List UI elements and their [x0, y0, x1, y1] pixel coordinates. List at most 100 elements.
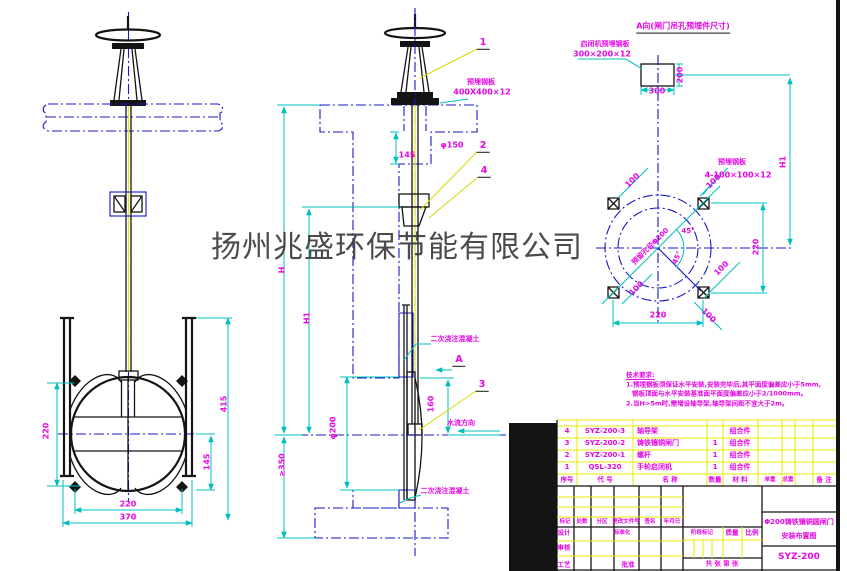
bom-row-no: 3 — [564, 439, 570, 448]
bom-row-name: 轴导架 — [637, 427, 658, 436]
section-view — [275, 8, 522, 556]
dim-160: 160 — [426, 395, 436, 413]
balloon-4: 4 — [477, 165, 491, 179]
corner-plate-size: 4-100×100×12 — [704, 170, 772, 180]
dim-H1: H1 — [302, 311, 312, 325]
tb-doc-no: 更改文件号 — [612, 518, 640, 525]
dim-bolt-span: 220 — [119, 499, 137, 509]
grout-label-top: 二次浇注混凝土 — [430, 335, 480, 344]
view-a-marker: A — [452, 354, 466, 368]
bom-row-name: 铸铁镶铜闸门 — [637, 439, 679, 448]
tb-sign: 签名 — [644, 518, 656, 525]
dim-plate-h: 200 — [675, 66, 685, 84]
bom-row-code: SYZ-200-3 — [584, 427, 626, 436]
tb-design: 设计 — [557, 528, 571, 537]
bom-row-material: 组合件 — [729, 427, 751, 436]
hoist-plate-label: 启闭机预埋钢板 — [580, 40, 630, 49]
tb-drawing-no: SYZ-200 — [778, 552, 820, 563]
bom-header-name: 名 称 — [662, 475, 678, 484]
bom-row-code: SYZ-200-1 — [584, 451, 626, 460]
dim-left-height: 220 — [41, 422, 51, 440]
gate-yoke — [69, 373, 187, 496]
opening-circle-inner — [617, 207, 699, 289]
detail-view-title: A向(闸门吊孔预埋件尺寸) — [636, 22, 730, 34]
bom-row-code: SYZ-200-2 — [584, 439, 626, 448]
gate-disc — [69, 375, 187, 493]
tb-title-line2: 安装布置图 — [781, 532, 817, 541]
dim-total-height: 415 — [219, 395, 229, 413]
notes-title: 技术要求: — [626, 370, 655, 381]
bom-row-qty: 1 — [712, 451, 718, 460]
bom-row-no: 4 — [564, 427, 570, 436]
bom-header-remark: 备 注 — [816, 475, 832, 484]
front-view — [42, 12, 232, 527]
dim-span-v: 220 — [751, 238, 761, 256]
concrete-foundation — [314, 507, 449, 539]
gate-frame-rails — [60, 316, 196, 478]
notes-line-1: 1.预埋钢板须保证水平安装,安装完毕后,其平面度偏差应小于5mm, — [626, 380, 821, 389]
dim-H: H — [277, 266, 287, 274]
company-watermark: 扬州兆盛环保节能有限公司 — [211, 231, 583, 264]
dim-min-depth: ≥350 — [277, 453, 287, 477]
bom-row-material: 组合件 — [729, 439, 751, 448]
bom-row-no: 1 — [564, 463, 570, 472]
opening-circle-outer — [604, 194, 712, 302]
bom-row-material: 组合件 — [729, 451, 751, 460]
bom-row-name: 螺杆 — [637, 451, 651, 460]
tb-standard: 标准化 — [613, 529, 631, 536]
dim-45-a: 45° — [681, 227, 695, 236]
black-margin-patch — [509, 423, 557, 571]
embed-plate-size: 400X400×12 — [453, 87, 511, 97]
tb-process: 工艺 — [557, 560, 571, 569]
balloon-leaders — [418, 48, 479, 431]
bom-header-code: 代 号 — [597, 475, 613, 484]
bom-header-unit-weight: 单重 — [764, 476, 776, 483]
balloon-3: 3 — [475, 379, 489, 393]
embed-plate-label: 预埋钢板 — [467, 78, 495, 87]
dim-step: 145 — [398, 150, 416, 160]
bom-row-material: 组合件 — [729, 463, 751, 472]
dim-total-width: 370 — [119, 512, 137, 522]
hole-dia-label: φ150 — [440, 140, 464, 150]
tb-scale: 比例 — [745, 528, 759, 537]
tb-stage: 阶段标记 — [690, 529, 714, 536]
tb-title-line1: Φ200铸铁镶铜圆闸门 — [764, 518, 834, 527]
tb-weight: 质量 — [725, 528, 739, 537]
bom-row-no: 2 — [564, 451, 570, 460]
dim-H1-detail: H1 — [778, 155, 788, 169]
notes-line-3: 2.当H>5m时,需增设轴导架,轴导架间距不宜大于2m。 — [626, 399, 789, 408]
stem-hole — [403, 106, 427, 131]
bom-header-no: 序号 — [560, 475, 574, 484]
bom-header-total-weight: 总重 — [782, 476, 794, 483]
bom-row-qty: 1 — [712, 439, 718, 448]
gate-plate-section — [406, 371, 416, 501]
dim-plate-w: 300 — [648, 86, 666, 96]
hoist-pedestal — [113, 48, 143, 101]
hoist-plate-size: 300×200×12 — [573, 49, 631, 59]
dim-opening: φ200 — [328, 416, 338, 440]
dim-right-lower: 145 — [202, 453, 212, 471]
tb-check: 审核 — [557, 543, 571, 552]
handwheel — [94, 28, 162, 42]
grout-label-bottom: 二次浇注混凝土 — [420, 487, 470, 496]
sheet-right-border — [836, 0, 840, 571]
balloon-2: 2 — [476, 140, 490, 154]
title-block-grid — [509, 0, 840, 571]
operating-platform — [42, 103, 224, 132]
detail-view-a — [578, 55, 793, 331]
bom-row-code: QSL-320 — [588, 463, 622, 472]
stem-guide-bracket — [109, 191, 147, 217]
tb-zone: 分区 — [596, 518, 608, 525]
flow-direction-label: 水流方向 — [447, 419, 475, 428]
bom-row-name: 手轮启闭机 — [637, 463, 672, 472]
bom-header-qty: 数量 — [708, 475, 722, 484]
notes-line-2: 钢板顶面与水平安装基准面平面度偏差应小于2/1000mm。 — [632, 389, 808, 398]
grout-pocket-top — [398, 312, 414, 378]
balloon-1: 1 — [476, 37, 490, 51]
tb-sheet: 共 张 第 张 — [705, 559, 739, 568]
tb-approve: 批准 — [621, 560, 635, 569]
bom-header-material: 材 料 — [732, 475, 748, 484]
tb-mark: 标记 — [559, 518, 571, 525]
